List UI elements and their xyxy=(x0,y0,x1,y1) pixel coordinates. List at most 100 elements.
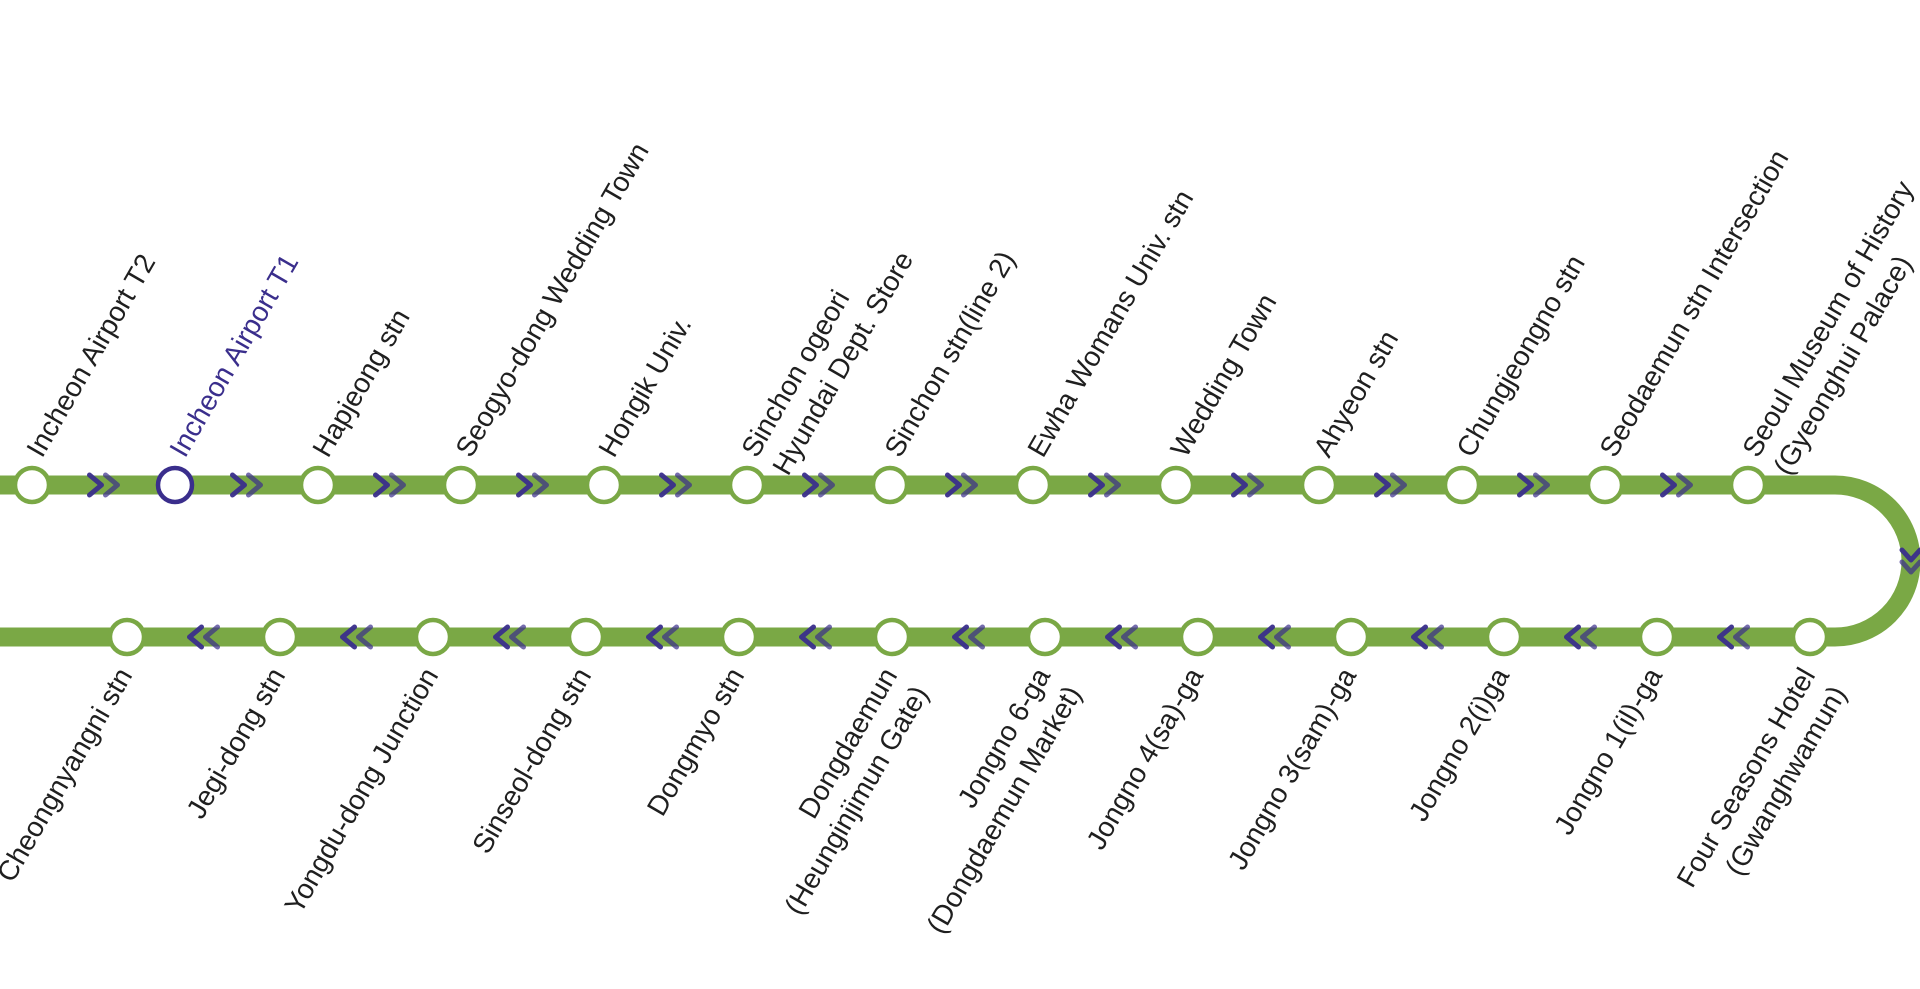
station-marker[interactable] xyxy=(298,465,338,505)
station-label[interactable]: Ahyeon stn xyxy=(1307,325,1404,462)
station-marker[interactable] xyxy=(12,465,52,505)
station-label[interactable]: Yongdu-dong Junction xyxy=(279,663,445,919)
chevron-icon xyxy=(1247,472,1264,498)
station-label[interactable]: Hapjeong stn xyxy=(306,304,415,462)
station-label-line: Yongdu-dong Junction xyxy=(279,663,445,919)
chevron-icon xyxy=(818,472,835,498)
direction-arrow-right xyxy=(802,472,835,498)
station-marker[interactable] xyxy=(1331,617,1371,657)
station-marker[interactable] xyxy=(260,617,300,657)
station-marker[interactable] xyxy=(584,465,624,505)
direction-arrow-left xyxy=(1564,624,1597,650)
direction-arrow-right xyxy=(945,472,978,498)
station-label-line: Cheongnyangni stn xyxy=(0,663,138,887)
station-label[interactable]: Wedding Town xyxy=(1164,288,1282,462)
chevron-icon xyxy=(1564,624,1581,650)
station-label[interactable]: Dongmyo stn xyxy=(641,663,750,821)
station-marker[interactable] xyxy=(1178,617,1218,657)
station-label-line: Jongno 2(i)ga xyxy=(1403,662,1516,826)
station-marker[interactable] xyxy=(870,465,910,505)
station-label-line: Jongno 1(il)-ga xyxy=(1548,662,1668,840)
chevron-icon xyxy=(799,624,816,650)
station-marker[interactable] xyxy=(413,617,453,657)
chevron-icon xyxy=(1374,472,1391,498)
current-station-marker[interactable] xyxy=(155,465,195,505)
chevron-icon xyxy=(961,472,978,498)
direction-arrow-left xyxy=(493,624,526,650)
station-label-line: Ahyeon stn xyxy=(1307,325,1404,462)
direction-arrow-right xyxy=(230,472,263,498)
chevron-icon xyxy=(675,472,692,498)
chevron-icon xyxy=(356,624,373,650)
chevron-icon xyxy=(659,472,676,498)
chevron-icon xyxy=(662,624,679,650)
direction-arrow-left xyxy=(1258,624,1291,650)
station-label-line: Hongik Univ. xyxy=(592,311,697,462)
station-marker[interactable] xyxy=(107,617,147,657)
station-label[interactable]: Four Seasons Hotel(Gwanghwamun) xyxy=(1671,663,1853,911)
chevron-icon xyxy=(516,472,533,498)
station-label-line: Incheon Airport T2 xyxy=(20,249,161,462)
route-track xyxy=(0,475,1920,647)
station-marker[interactable] xyxy=(1484,617,1524,657)
station-marker[interactable] xyxy=(1728,465,1768,505)
station-marker[interactable] xyxy=(1013,465,1053,505)
station-label[interactable]: Chungjeongno stn xyxy=(1450,250,1590,462)
station-marker[interactable] xyxy=(1156,465,1196,505)
direction-arrow-right xyxy=(1231,472,1264,498)
station-marker[interactable] xyxy=(1790,617,1830,657)
direction-arrow-right xyxy=(1517,472,1550,498)
route-line xyxy=(0,475,1920,647)
station-label[interactable]: Cheongnyangni stn xyxy=(0,663,138,887)
current-station-label[interactable]: Incheon Airport T1 xyxy=(163,249,304,462)
chevron-icon xyxy=(1580,624,1597,650)
station-marker[interactable] xyxy=(872,617,912,657)
direction-arrow-left xyxy=(1411,624,1444,650)
station-marker[interactable] xyxy=(1299,465,1339,505)
station-label[interactable]: Jongno 2(i)ga xyxy=(1403,662,1516,826)
station-marker[interactable] xyxy=(1025,617,1065,657)
station-label[interactable]: Incheon Airport T2 xyxy=(20,249,161,462)
direction-arrow-right xyxy=(516,472,549,498)
station-label[interactable]: Jegi-dong stn xyxy=(180,663,291,824)
chevron-icon xyxy=(1717,624,1734,650)
station-label[interactable]: Jongno 1(il)-ga xyxy=(1548,662,1668,840)
chevron-icon xyxy=(646,624,663,650)
station-marker[interactable] xyxy=(441,465,481,505)
station-label[interactable]: Seoul Museum of History(Gyeonghui Palace… xyxy=(1736,176,1920,480)
station-marker[interactable] xyxy=(566,617,606,657)
direction-arrow-right xyxy=(1374,472,1407,498)
chevron-icon xyxy=(1104,472,1121,498)
station-marker[interactable] xyxy=(1585,465,1625,505)
station-label[interactable]: Jongno 3(sam)-ga xyxy=(1222,662,1363,875)
direction-arrow-right xyxy=(659,472,692,498)
station-label-line: Ewha Womans Univ. stn xyxy=(1021,185,1199,462)
station-label[interactable]: Sinseol-dong stn xyxy=(466,663,597,859)
station-stops xyxy=(12,465,1830,657)
chevron-icon xyxy=(1390,472,1407,498)
direction-arrow-left xyxy=(799,624,832,650)
station-marker[interactable] xyxy=(727,465,767,505)
station-label[interactable]: Hongik Univ. xyxy=(592,311,697,462)
station-label[interactable]: Ewha Womans Univ. stn xyxy=(1021,185,1199,462)
station-marker[interactable] xyxy=(1637,617,1677,657)
direction-arrow-left xyxy=(646,624,679,650)
chevron-icon xyxy=(1274,624,1291,650)
chevron-icon xyxy=(1899,547,1920,563)
station-label[interactable]: Dongdaemun(Heunginjimun Gate) xyxy=(747,663,934,920)
chevron-icon xyxy=(815,624,832,650)
direction-arrow-right xyxy=(373,472,406,498)
chevron-icon xyxy=(230,472,247,498)
chevron-icon xyxy=(1899,559,1920,575)
chevron-icon xyxy=(1733,624,1750,650)
station-marker[interactable] xyxy=(1442,465,1482,505)
station-label[interactable]: Jongno 4(sa)-ga xyxy=(1080,662,1209,854)
station-label-line: Dongmyo stn xyxy=(641,663,750,821)
direction-arrows xyxy=(87,472,1920,650)
direction-arrow-left xyxy=(1717,624,1750,650)
chevron-icon xyxy=(1121,624,1138,650)
station-marker[interactable] xyxy=(719,617,759,657)
chevron-icon xyxy=(203,624,220,650)
direction-arrow-left xyxy=(187,624,220,650)
